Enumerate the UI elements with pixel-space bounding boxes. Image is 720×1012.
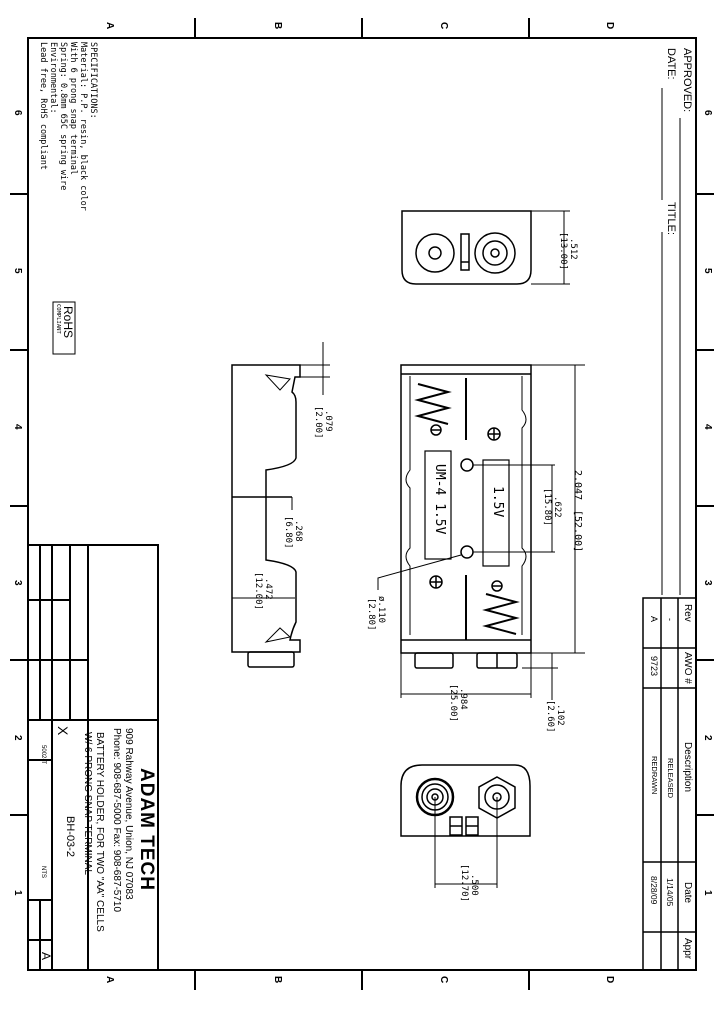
end-view-bottom-dimensions <box>434 797 498 888</box>
company-name: ADAM TECH <box>136 768 157 891</box>
spec-line: With 6 prong snap terminal <box>68 42 78 176</box>
zone-label-col-b-bottom: B <box>272 976 283 984</box>
dim-terminal-spacing-mm: [12.70] <box>459 864 469 902</box>
top-view-body <box>400 364 532 669</box>
dim-width: .984 <box>458 688 468 710</box>
rev-row-2-date: 8/28/09 <box>649 876 659 905</box>
end-view-bottom <box>400 764 531 837</box>
dim-end-height: .512 <box>568 238 578 260</box>
part-number: BH-03-2 <box>64 816 76 857</box>
approval-lines <box>661 88 681 595</box>
zone-label-row-4-left: 4 <box>12 424 23 430</box>
top-view-dimensions <box>377 364 585 700</box>
spec-line: Environmental: <box>48 42 58 114</box>
sheet-code: 5002-T <box>40 745 46 765</box>
title-block-rev: A <box>39 952 53 961</box>
date-label: DATE: <box>665 48 677 80</box>
approved-label: APPROVED: <box>681 48 693 113</box>
drawing-border <box>10 18 714 990</box>
rev-header-appr: Appr <box>682 938 693 960</box>
dim-terminal-spacing: .500 <box>469 874 479 896</box>
rev-header-date: Date <box>682 882 693 904</box>
zone-label-col-a-bottom: A <box>104 976 115 984</box>
title-label: TITLE: <box>665 202 677 236</box>
spec-line: Material: P.P. resin, black color <box>78 42 88 211</box>
dim-hole-diameter-mm: [2.80] <box>366 598 376 631</box>
part-description-line2: W/ 6 PRONG SNAP TERMINAL <box>82 732 93 875</box>
drawn-mark: X <box>55 726 71 736</box>
dim-side-mid-mm: [6.80] <box>283 516 293 549</box>
dim-side-mid: .268 <box>293 520 303 542</box>
zone-label-row-3-left: 3 <box>12 580 23 586</box>
dim-terminal-height-mm: [2.60] <box>545 700 555 733</box>
rev-header-awo: AWO # <box>682 652 693 684</box>
rohs-badge-frame <box>52 301 76 355</box>
zone-label-row-3-right: 3 <box>702 580 713 586</box>
revision-table-grid <box>642 597 697 971</box>
zone-label-col-d-top: D <box>604 22 615 30</box>
scale-value: NTS <box>40 866 46 878</box>
dim-end-height-mm: [13.00] <box>558 232 568 270</box>
dim-hole-diameter: ø.110 <box>376 596 386 624</box>
rev-row-2-awo: 9723 <box>649 656 659 677</box>
zone-label-row-2-left: 2 <box>12 735 23 741</box>
zone-label-col-c-bottom: C <box>438 976 449 984</box>
zone-label-row-1-left: 1 <box>12 890 23 896</box>
zone-label-col-d-bottom: D <box>604 976 615 984</box>
rev-row-1-rev: - <box>665 618 675 621</box>
zone-label-col-c-top: C <box>438 22 449 30</box>
company-phone: Phone: 908-687-5000 Fax: 908-687-5710 <box>111 728 122 913</box>
rev-row-1-description: RELEASED <box>666 758 675 799</box>
company-address: 909 Rahway Avenue, Union, NJ 07083 <box>123 728 134 900</box>
rev-row-2-description: REDRAWN <box>650 756 659 795</box>
zone-label-col-b-top: B <box>272 22 283 30</box>
spec-line: Spring: 0.8mm 65C spring wire <box>58 42 68 191</box>
zone-label-row-1-right: 1 <box>702 890 713 896</box>
end-view-top <box>401 210 570 285</box>
cell-label-right: 1.5V <box>490 486 505 518</box>
rohs-badge-main: RoHS <box>61 306 75 339</box>
dim-hole-spacing-mm: [15.80] <box>542 488 552 526</box>
spec-line: Lead free, RoHS compliant <box>38 42 48 170</box>
dim-side-depth: .472 <box>263 578 273 600</box>
zone-label-row-6-right: 6 <box>702 110 713 116</box>
rev-header-rev: Rev <box>682 604 693 622</box>
rev-header-description: Description <box>682 742 693 793</box>
specifications-heading: SPECIFICATIONS: <box>88 42 98 119</box>
part-description-line1: BATTERY HOLDER, FOR TWO "AA" CELLS <box>94 732 105 932</box>
zone-label-col-a-top: A <box>104 22 115 30</box>
side-view <box>231 364 301 668</box>
zone-label-row-5-left: 5 <box>12 268 23 274</box>
dim-side-top: .079 <box>323 410 333 432</box>
rev-row-2-rev: A <box>649 616 659 623</box>
dim-overall-length: 2.047 <box>572 470 583 501</box>
specifications-block: SPECIFICATIONS: Material: P.P. resin, bl… <box>38 42 98 211</box>
side-view-dimensions <box>232 342 330 599</box>
rohs-badge-sub: COMPLIANT <box>55 304 61 334</box>
cell-label-left: UM-4 1.5V <box>432 464 447 535</box>
zone-label-row-2-right: 2 <box>702 735 713 741</box>
zone-label-row-6-left: 6 <box>12 110 23 116</box>
title-block-grid <box>27 544 159 971</box>
dim-width-mm: [25.00] <box>448 684 458 722</box>
dim-overall-length-mm: [52.00] <box>572 510 583 553</box>
dim-side-depth-mm: [12.00] <box>253 572 263 610</box>
dim-hole-spacing: .622 <box>552 496 562 518</box>
zone-label-row-5-right: 5 <box>702 268 713 274</box>
zone-label-row-4-right: 4 <box>702 424 713 430</box>
rev-row-1-date: 1/14/05 <box>665 878 675 907</box>
dim-side-top-mm: [2.00] <box>313 406 323 439</box>
dim-terminal-height: .102 <box>555 704 565 726</box>
